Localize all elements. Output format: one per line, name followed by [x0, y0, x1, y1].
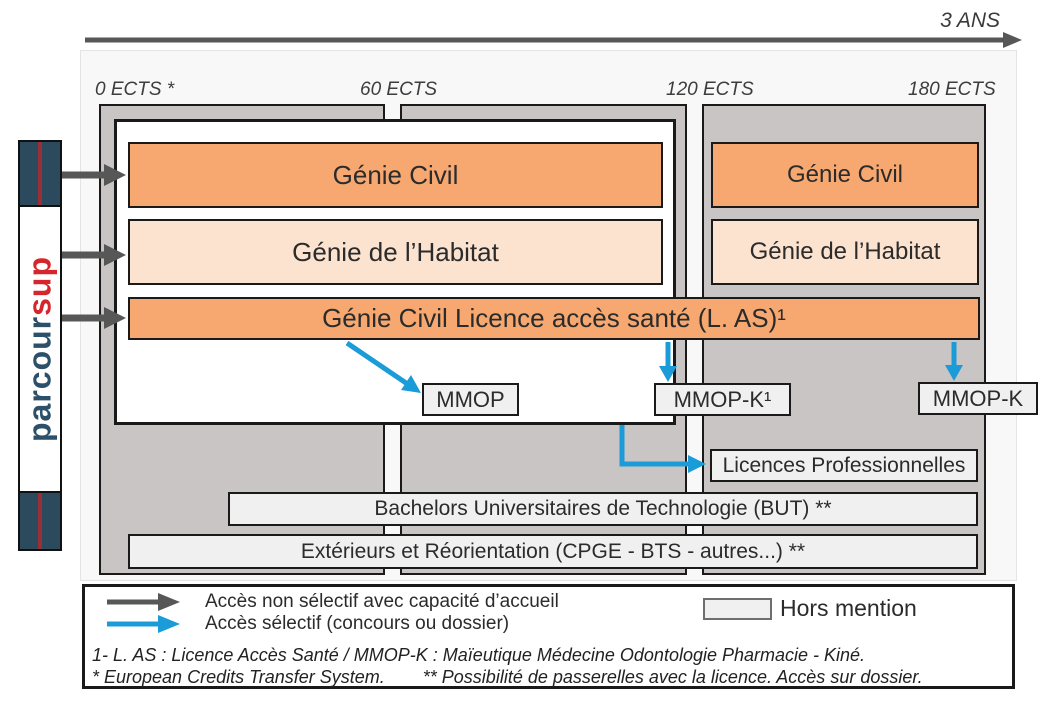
box-genie-civil-las: Génie Civil Licence accès santé (L. AS)¹ [128, 297, 980, 340]
footnote-ects: * European Credits Transfer System. [92, 667, 385, 687]
footnote-passerelles: ** Possibilité de passerelles avec la li… [422, 667, 923, 687]
box-licences-professionnelles: Licences Professionnelles [710, 449, 978, 482]
box-exterieurs-reorientation: Extérieurs et Réorientation (CPGE - BTS … [128, 534, 978, 569]
ects-label-120: 120 ECTS [666, 79, 754, 100]
ects-label-180: 180 ECTS [908, 79, 996, 100]
hors-mention-label: Hors mention [780, 595, 917, 621]
legend-box [82, 584, 1015, 689]
parcoursup-logo-top-segment [18, 140, 62, 207]
ects-label-60: 60 ECTS [360, 79, 438, 100]
parcoursup-logo: parcoursup [18, 205, 62, 493]
box-mmop-k: MMOP-K [918, 382, 1038, 415]
box-genie-civil: Génie Civil [128, 142, 663, 208]
logo-red-stripe [38, 493, 42, 549]
box-but: Bachelors Universitaires de Technologie … [228, 492, 978, 526]
logo-text-sup: sup [21, 255, 58, 316]
parcoursup-logo-text: parcoursup [22, 208, 59, 490]
box-genie-habitat-year3: Génie de l’Habitat [711, 219, 979, 285]
box-genie-civil-year3: Génie Civil [711, 142, 979, 208]
box-mmop: MMOP [422, 383, 519, 416]
box-genie-habitat: Génie de l’Habitat [128, 219, 663, 285]
timeline-arrow [85, 32, 1022, 48]
timeline-duration-label: 3 ANS [940, 9, 1000, 32]
legend-non-selective-label: Accès non sélectif avec capacité d’accue… [205, 591, 559, 612]
logo-red-stripe [38, 142, 42, 205]
footnote-ects-passerelles: * European Credits Transfer System. ** P… [92, 667, 923, 688]
parcoursup-logo-bottom-segment [18, 491, 62, 551]
legend-selective-label: Accès sélectif (concours ou dossier) [205, 613, 510, 634]
logo-text-parcour: parcour [21, 315, 58, 443]
footnote-las-mmopk: 1- L. AS : Licence Accès Santé / MMOP-K … [92, 645, 866, 665]
box-mmop-k1: MMOP-K¹ [654, 383, 791, 416]
hors-mention-swatch [703, 598, 772, 620]
ects-label-0: 0 ECTS * [95, 79, 175, 100]
